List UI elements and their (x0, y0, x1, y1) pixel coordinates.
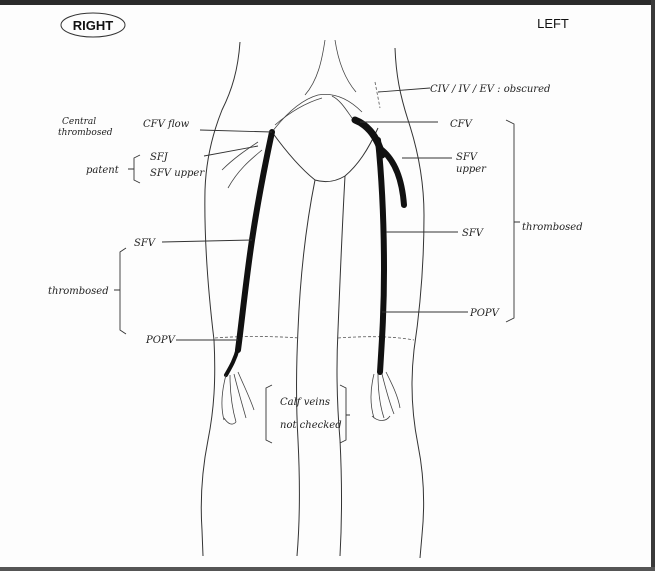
right-sfv-upper-branch-2 (222, 142, 258, 170)
bracket-calf-left (266, 385, 272, 443)
leader-cfv-flow (200, 130, 272, 132)
right-sfv-upper-branch (228, 150, 262, 188)
patent-label: patent (86, 165, 120, 176)
leader-right-sfv (162, 240, 252, 242)
right-side-label: RIGHT (73, 18, 114, 33)
right-popv-label: POPV (145, 335, 177, 346)
thrombosed-label-right-leg: thrombosed (48, 286, 109, 297)
calf-veins-label-2: not checked (280, 420, 342, 431)
left-leg-outer-outline (395, 48, 424, 558)
right-iliac-vein (275, 98, 322, 125)
left-iliac-vein (332, 96, 352, 118)
torso-center-line-right (335, 40, 356, 92)
right-leg-outer-outline (201, 42, 240, 556)
groin-outline (272, 128, 378, 182)
leader-obscured (378, 88, 430, 92)
left-side-label: LEFT (537, 16, 569, 31)
calf-veins-label-1: Calf veins (280, 397, 330, 408)
right-sfv-label: SFV (134, 238, 157, 249)
right-popv-thrombus (226, 348, 238, 375)
left-knee-line (338, 337, 414, 340)
right-calf-veins-sketch (222, 372, 254, 424)
central-note-line2: thrombosed (58, 128, 113, 138)
left-sfv-thrombus (378, 140, 384, 372)
central-note-line1: Central (62, 117, 96, 127)
right-leg-inner-outline (297, 180, 316, 556)
thrombosed-label-left-leg: thrombosed (522, 222, 583, 233)
left-iliac-obscured (375, 82, 380, 108)
cfv-flow-label: CFV flow (143, 119, 190, 130)
left-sfv-upper-label-2: upper (456, 164, 487, 175)
right-sfv-upper-label: SFV upper (150, 168, 205, 179)
left-sfv-label: SFV (462, 228, 485, 239)
left-cfv-label: CFV (450, 119, 474, 130)
left-leg-inner-outline (337, 176, 345, 556)
bracket-patent (128, 155, 140, 183)
leader-right-sfj (204, 146, 258, 156)
left-sfv-upper-thrombus (382, 150, 404, 205)
right-sfj-label: SFJ (150, 152, 169, 163)
bracket-left-thrombosed (506, 120, 520, 322)
left-calf-veins-sketch (371, 372, 400, 421)
torso-center-line-left (305, 40, 325, 95)
bracket-right-thrombosed (114, 248, 126, 334)
left-popv-label: POPV (469, 308, 501, 319)
obscured-label: CIV / IV / EV : obscured (430, 84, 550, 95)
right-knee-line (215, 337, 300, 339)
bracket-calf-right (340, 385, 350, 443)
left-sfv-upper-label-1: SFV (456, 152, 479, 163)
right-sfv-thrombus (238, 132, 272, 350)
